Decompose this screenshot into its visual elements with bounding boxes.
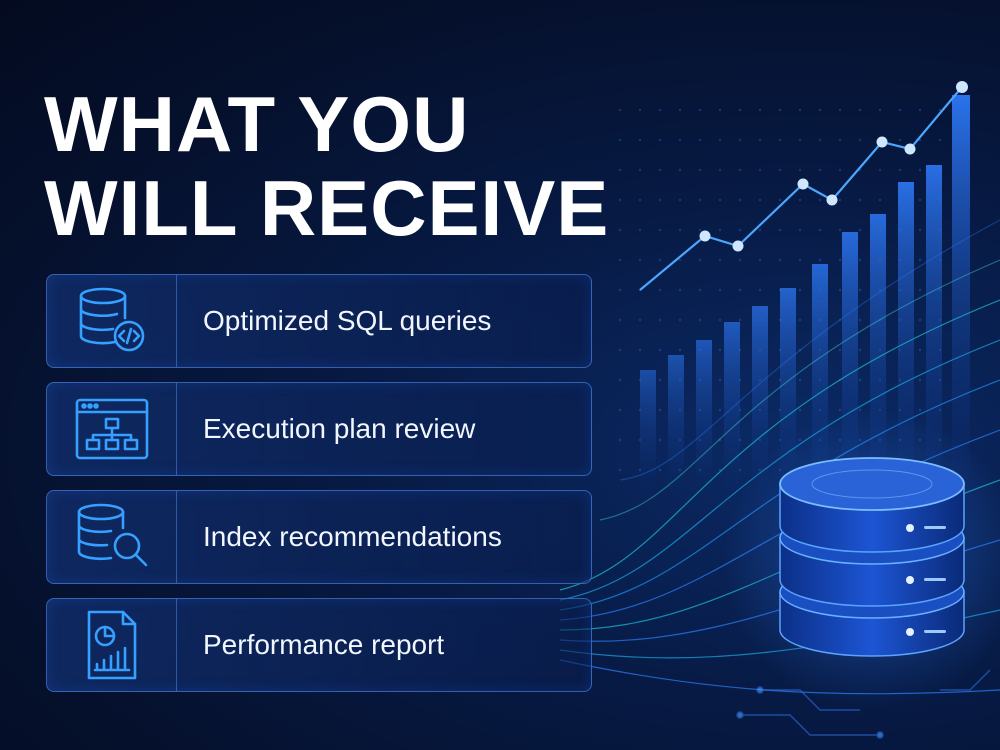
headline-line-1: WHAT YOU — [44, 80, 470, 168]
database-illustration — [722, 410, 1000, 710]
card-label: Execution plan review — [203, 413, 476, 444]
headline-line-2: WILL RECEIVE — [44, 164, 610, 252]
circuit-traces — [736, 669, 991, 739]
card-icon-box — [47, 491, 177, 583]
page-headline: WHAT YOU WILL RECEIVE — [44, 82, 624, 250]
deliverable-card-optimized-sql: Optimized SQL queries — [46, 274, 592, 368]
deliverable-card-index-recommendations: Index recommendations — [46, 490, 592, 584]
database-search-icon — [77, 503, 147, 567]
database-code-icon — [79, 287, 144, 352]
growth-line — [639, 81, 968, 291]
performance-report-icon — [87, 610, 136, 680]
card-label: Index recommendations — [203, 521, 502, 552]
card-label: Performance report — [203, 629, 445, 660]
card-label: Optimized SQL queries — [203, 305, 492, 336]
deliverable-card-performance-report: Performance report — [46, 598, 592, 692]
card-icon-box — [47, 599, 177, 691]
card-icon-box — [47, 383, 177, 475]
execution-plan-icon — [75, 398, 148, 460]
deliverable-card-execution-plan: Execution plan review — [46, 382, 592, 476]
card-icon-box — [47, 275, 177, 367]
dot-grid — [618, 108, 942, 472]
deliverables-list: Optimized SQL queries Execution plan rev… — [46, 274, 592, 706]
